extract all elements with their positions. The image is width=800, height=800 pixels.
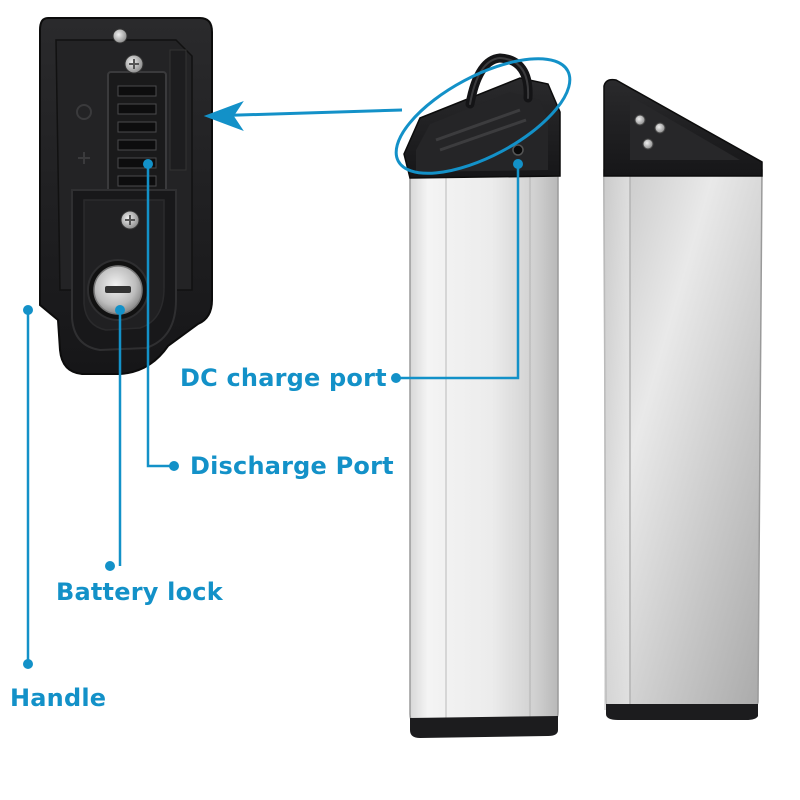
connector-closeup: [39, 17, 213, 375]
leader-dc-charge-port: [398, 164, 520, 380]
battery-side: [603, 78, 763, 720]
leader-lines: [26, 164, 520, 664]
highlight-ellipse: [394, 57, 572, 175]
battery-front: [403, 53, 561, 738]
dot-dc-charge-port-label: [391, 373, 401, 383]
dot-handle-label: [23, 659, 33, 669]
dot-discharge-port-origin: [143, 159, 153, 169]
label-dc-charge-port: DC charge port: [180, 364, 387, 392]
dot-dc-charge-port-origin: [513, 159, 523, 169]
callout-arrowhead: [203, 100, 244, 132]
callout-arrow-line: [207, 108, 403, 118]
leader-dots: [23, 159, 523, 669]
dot-handle-origin: [23, 305, 33, 315]
label-handle: Handle: [10, 684, 107, 712]
battery-lock-cylinder: [87, 259, 149, 321]
charge-port-callout: [203, 57, 572, 175]
label-discharge-port: Discharge Port: [190, 452, 394, 480]
dot-battery-lock-origin: [115, 305, 125, 315]
dot-discharge-port-label: [169, 461, 179, 471]
discharge-port-contacts: [117, 85, 157, 187]
dot-battery-lock-label: [105, 561, 115, 571]
leader-discharge-port: [146, 164, 172, 468]
label-battery-lock: Battery lock: [56, 578, 223, 606]
